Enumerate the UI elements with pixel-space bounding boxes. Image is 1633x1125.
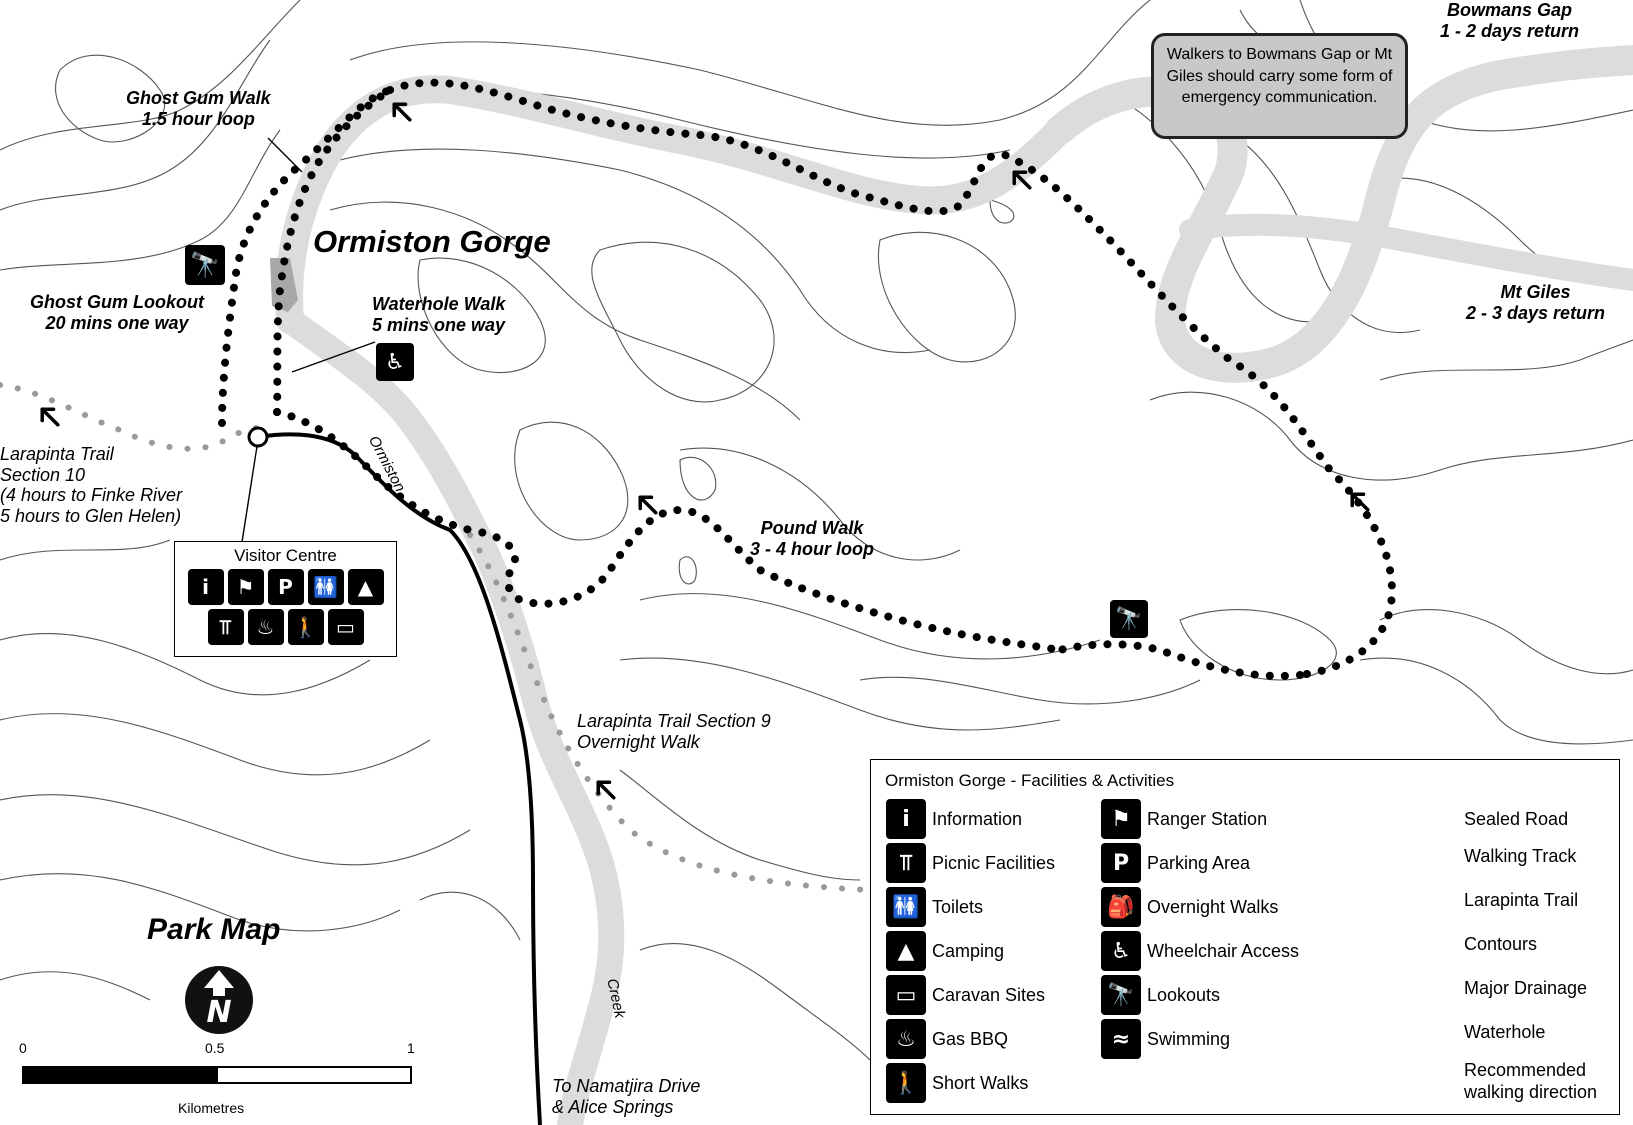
wheelchair-icon: ♿ (1101, 931, 1141, 971)
toilets-icon: 🚻 (307, 569, 344, 605)
emergency-note: Walkers to Bowmans Gap or Mt Giles shoul… (1151, 33, 1408, 139)
legend-swimming: ≈Swimming (1101, 1018, 1230, 1060)
scale-tick-1: 1 (407, 1040, 415, 1056)
ranger-station-icon: ⚑ (227, 569, 264, 605)
svg-text:N: N (206, 995, 231, 1030)
visitor-centre-title: Visitor Centre (234, 546, 337, 565)
scale-tick-05: 0.5 (205, 1040, 225, 1056)
legend-wheelchair: ♿Wheelchair Access (1101, 930, 1299, 972)
short-walks-icon: 🚶 (287, 609, 324, 645)
legend-caravan: ▭Caravan Sites (886, 974, 1045, 1016)
visitor-centre-box: Visitor Centre i ⚑ P 🚻 ▲ ⫪ ♨ 🚶 ▭ (174, 541, 397, 657)
legend-sealed-road: Sealed Road (1464, 809, 1569, 829)
gas-bbq-icon: ♨ (247, 609, 284, 645)
scale-unit: Kilometres (178, 1100, 245, 1116)
overnight-walks-icon: 🎒 (1101, 887, 1141, 927)
legend-lookouts: 🔭Lookouts (1101, 974, 1220, 1016)
short-walks-icon: 🚶 (886, 1063, 926, 1103)
legend-overnight-walks: 🎒Overnight Walks (1101, 886, 1278, 928)
legend-picnic: ⫪Picnic Facilities (886, 842, 1055, 884)
picnic-icon: ⫪ (207, 609, 244, 645)
legend-short-walks: 🚶Short Walks (886, 1062, 1028, 1104)
caravan-icon: ▭ (327, 609, 364, 645)
gas-bbq-icon: ♨ (886, 1019, 926, 1059)
north-arrow-icon: N (185, 966, 253, 1034)
camping-icon: ▲ (886, 931, 926, 971)
caravan-icon: ▭ (886, 975, 926, 1015)
legend-walking-track: Walking Track (1464, 846, 1577, 866)
picnic-icon: ⫪ (886, 843, 926, 883)
map-title: Ormiston Gorge (313, 224, 551, 259)
camping-icon: ▲ (347, 569, 384, 605)
legend-gas-bbq: ♨Gas BBQ (886, 1018, 1008, 1060)
park-map-title: Park Map (147, 913, 281, 946)
toilets-icon: 🚻 (886, 887, 926, 927)
lookout-icon: 🔭 (1101, 975, 1141, 1015)
scale-tick-0: 0 (19, 1040, 27, 1056)
legend-title: Ormiston Gorge - Facilities & Activities (885, 771, 1175, 790)
legend-direction: Recommended walking direction (1464, 1060, 1598, 1102)
lookout-icon: 🔭 (185, 245, 225, 285)
legend-camping: ▲Camping (886, 930, 1004, 972)
legend-waterhole: Waterhole (1464, 1022, 1546, 1042)
legend-larapinta-trail: Larapinta Trail (1464, 890, 1579, 910)
swimming-icon: ≈ (1101, 1019, 1141, 1059)
parking-icon: P (267, 569, 304, 605)
legend-toilets: 🚻Toilets (886, 886, 983, 928)
waterhole (270, 258, 298, 312)
direction-arrows (40, 102, 1370, 800)
legend: Ormiston Gorge - Facilities & Activities… (870, 759, 1620, 1115)
parking-icon: P (1101, 843, 1141, 883)
walking-track (218, 78, 1396, 680)
ranger-station-icon: ⚑ (1101, 799, 1141, 839)
wheelchair-icon: ♿ (376, 343, 414, 381)
visitor-centre-marker (247, 426, 269, 448)
to-namatjira-label: To Namatjira Drive& Alice Springs (552, 1076, 701, 1117)
larapinta-trail (0, 382, 873, 893)
legend-contours: Contours (1464, 934, 1538, 954)
leader-lines (241, 137, 376, 543)
lookout-icon: 🔭 (1110, 600, 1148, 638)
legend-major-drainage: Major Drainage (1464, 978, 1588, 998)
legend-ranger-station: ⚑Ranger Station (1101, 798, 1267, 840)
scale-bar (22, 1066, 412, 1084)
info-icon: i (886, 799, 926, 839)
info-icon: i (187, 569, 224, 605)
